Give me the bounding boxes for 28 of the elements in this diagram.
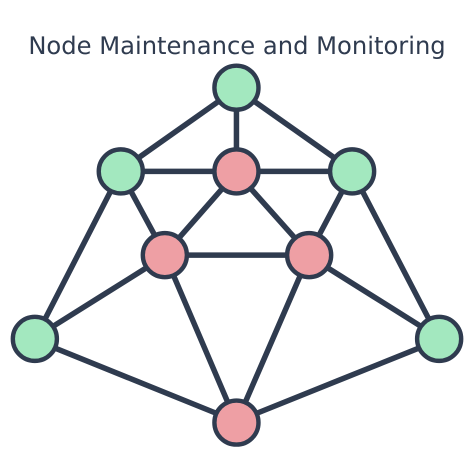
node-circle: [414, 314, 464, 363]
connector: [52, 264, 148, 328]
node-circle: [212, 146, 261, 196]
connector: [142, 168, 214, 174]
node-circle: [328, 146, 376, 196]
node-circle: [212, 62, 261, 112]
connector: [326, 264, 422, 328]
connector: [316, 190, 345, 236]
connector: [42, 190, 114, 320]
connector: [234, 109, 240, 149]
connector: [256, 345, 420, 416]
node-circle: [10, 314, 60, 363]
connector: [54, 345, 218, 416]
connector: [171, 274, 230, 402]
diagram-title: Node Maintenance and Monitoring: [28, 32, 446, 60]
node-circle: [96, 146, 146, 196]
node-circle: [140, 230, 190, 279]
connector: [136, 98, 220, 160]
node-circle: [212, 398, 261, 446]
connector: [248, 186, 297, 240]
connector: [252, 98, 336, 160]
connector: [187, 252, 287, 258]
node-circle: [284, 230, 334, 279]
connector: [242, 274, 303, 402]
connector: [258, 168, 330, 174]
connector: [360, 190, 432, 320]
connector: [128, 190, 158, 236]
connector: [176, 186, 224, 240]
